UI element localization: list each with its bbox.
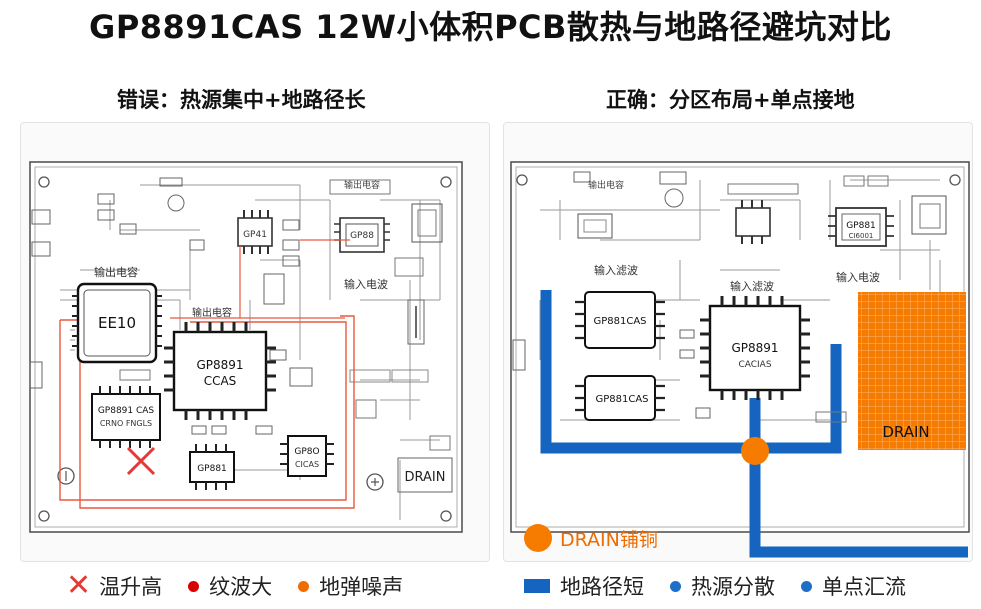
right-top-ic-label-2: CI6001	[849, 232, 874, 240]
blue-bar-icon	[524, 579, 550, 593]
left-temp-x-mark	[126, 446, 156, 476]
left-main-ic-label-2: CCAS	[204, 374, 237, 388]
left-tiny-ic-label: GP881	[197, 464, 227, 474]
left-right-ic-label-1: GP8O	[294, 447, 319, 457]
left-top-label: 输出电容	[344, 179, 380, 191]
right-left-ic-label-2: GP881CAS	[595, 394, 648, 405]
right-input-filter-label-1: 输入滤波	[594, 263, 638, 277]
right-main-ic-label-1: GP8891	[731, 341, 778, 355]
page-title: GP8891CAS 12W小体积PCB散热与地路径避坑对比	[89, 8, 892, 46]
right-drain-copper-label: DRAIN铺铜	[560, 529, 658, 551]
legend-single: 单点汇流	[801, 571, 906, 601]
left-input-label: 输入电波	[344, 277, 388, 291]
left-drain-label: DRAIN	[405, 470, 446, 485]
left-center-label: 输出电容	[192, 306, 232, 319]
blue-dot-icon-2	[801, 580, 812, 592]
legend-temp-label: 温升高	[99, 575, 163, 599]
right-top-label: 输出电容	[588, 179, 624, 191]
right-left-ic-label-1: GP881CAS	[593, 316, 646, 327]
legend-noise-label: 地弹噪声	[319, 575, 404, 599]
right-drain-copper-dot	[524, 524, 552, 552]
right-subtitle: 正确：分区布局+单点接地	[606, 88, 855, 112]
right-top-ic-label-1: GP881	[846, 221, 876, 231]
left-transformer-label: EE10	[98, 314, 136, 332]
left-small-ic-label-1: GP8891 CAS	[98, 406, 155, 416]
left-main-ic-label-1: GP8891	[196, 358, 243, 372]
legend-ground: 地路径短	[524, 571, 644, 601]
right-single-point-dot	[741, 437, 769, 465]
red-dot-icon	[188, 580, 200, 592]
left-subtitle: 错误：热源集中+地路径长	[117, 88, 366, 112]
left-chip-right-label: GP88	[350, 231, 374, 241]
right-pcb-board: 输出电容 GP881 CI6001 输入电波 DRAIN GP881CAS 输入…	[510, 161, 970, 558]
orange-dot-icon	[298, 580, 310, 592]
legend-heat: 热源分散	[670, 571, 775, 601]
legend-ground-label: 地路径短	[560, 575, 644, 599]
legend-single-label: 单点汇流	[822, 575, 906, 599]
left-pcb-board: GP41 GP88 DRAIN EE10 输出电容 输出电容	[29, 161, 463, 533]
left-right-ic-label-2: CICAS	[295, 460, 319, 469]
right-legend: 地路径短 热源分散 单点汇流	[524, 566, 906, 606]
blue-dot-icon	[670, 580, 681, 592]
left-legend: ✕ 温升高 纹波大 地弹噪声	[66, 566, 403, 606]
right-main-ic-label-2: CACIAS	[738, 360, 771, 370]
right-drain-label: DRAIN	[882, 423, 929, 441]
left-small-ic-label-2: CRNO FNGLS	[100, 419, 152, 428]
legend-noise: 地弹噪声	[298, 571, 403, 601]
legend-temp: ✕ 温升高	[66, 571, 162, 601]
left-chip-top-label: GP41	[243, 230, 267, 240]
legend-ripple-label: 纹波大	[209, 575, 273, 599]
legend-ripple: 纹波大	[188, 571, 272, 601]
right-input-label: 输入电波	[836, 270, 880, 284]
right-input-filter-label-2: 输入滤波	[730, 279, 774, 293]
x-mark-icon: ✕	[66, 568, 92, 603]
legend-heat-label: 热源分散	[691, 575, 775, 599]
left-output-label: 输出电容	[94, 265, 138, 279]
